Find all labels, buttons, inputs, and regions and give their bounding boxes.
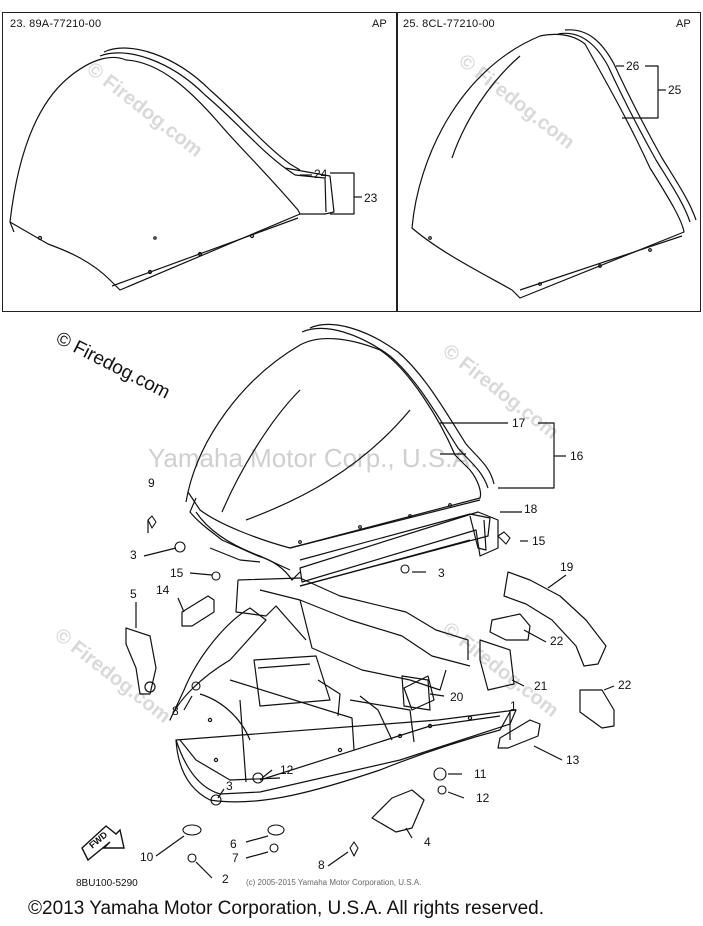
callout-12-right: 12	[476, 791, 490, 805]
callout-10: 10	[140, 850, 154, 864]
fwd-arrow-graphic	[81, 825, 125, 862]
callout-26: 26	[626, 59, 640, 73]
callout-3-top: 3	[130, 548, 137, 562]
inset-panel-left	[2, 12, 398, 312]
callout-20: 20	[450, 690, 464, 704]
callout-9: 9	[148, 476, 155, 490]
front-cowling-drawing	[169, 497, 517, 803]
callout-22-lower: 22	[618, 678, 632, 692]
windshield-23-drawing	[9, 47, 335, 291]
watermark-center: Yamaha Motor Corp., U.S.A.	[148, 443, 477, 473]
callout-12-left: 12	[280, 763, 294, 777]
duct-20-drawing	[403, 675, 435, 711]
inset-right-ap: AP	[676, 18, 691, 30]
inset-right-title: 25. 8CL-77210-00	[403, 18, 495, 30]
bracket-18-drawing	[299, 511, 499, 583]
callout-21: 21	[534, 679, 548, 693]
callout-15-left: 15	[170, 566, 184, 580]
bracket-13-drawing	[497, 719, 541, 749]
bracket-14-drawing	[181, 595, 215, 627]
callout-8-lower: 8	[318, 858, 325, 872]
inset-left-ap: AP	[372, 18, 387, 30]
small-copyright-text: (c) 2005-2015 Yamaha Motor Corporation, …	[246, 878, 422, 887]
callout-19: 19	[560, 560, 574, 574]
callout-1: 1	[510, 699, 517, 713]
callout-15-right: 15	[532, 534, 546, 548]
bracket-5-drawing	[125, 627, 157, 695]
callout-17: 17	[512, 416, 526, 430]
inset-left-title: 23. 89A-77210-00	[10, 18, 102, 30]
main-windshield-drawing	[185, 323, 495, 549]
bracket-19-drawing	[503, 571, 607, 667]
callout-8-upper: 8	[172, 704, 179, 718]
bracket-4-drawing	[371, 789, 425, 833]
callout-25: 25	[668, 83, 682, 97]
inset-panel-right	[396, 12, 701, 312]
callout-22-upper: 22	[550, 634, 564, 648]
callout-23: 23	[364, 191, 378, 205]
callout-14: 14	[156, 583, 170, 597]
callout-13: 13	[566, 753, 580, 767]
callout-16: 16	[570, 449, 584, 463]
diagram-part-code: 8BU100-5290	[76, 878, 138, 889]
callout-11: 11	[474, 767, 487, 781]
windshield-25-drawing	[411, 29, 697, 299]
callout-24: 24	[314, 167, 328, 181]
callout-5: 5	[130, 587, 137, 601]
callout-18: 18	[524, 502, 538, 516]
bracket-22b-drawing	[579, 689, 615, 729]
callout-3-mid: 3	[438, 566, 445, 580]
bracket-22a-drawing	[489, 613, 531, 641]
footer-copyright: ©2013 Yamaha Motor Corporation, U.S.A. A…	[28, 898, 544, 919]
callout-7: 7	[232, 851, 239, 865]
callout-2: 2	[222, 872, 229, 886]
callout-3-bottom: 3	[226, 779, 233, 793]
callout-4: 4	[424, 835, 431, 849]
callout-6: 6	[230, 837, 237, 851]
